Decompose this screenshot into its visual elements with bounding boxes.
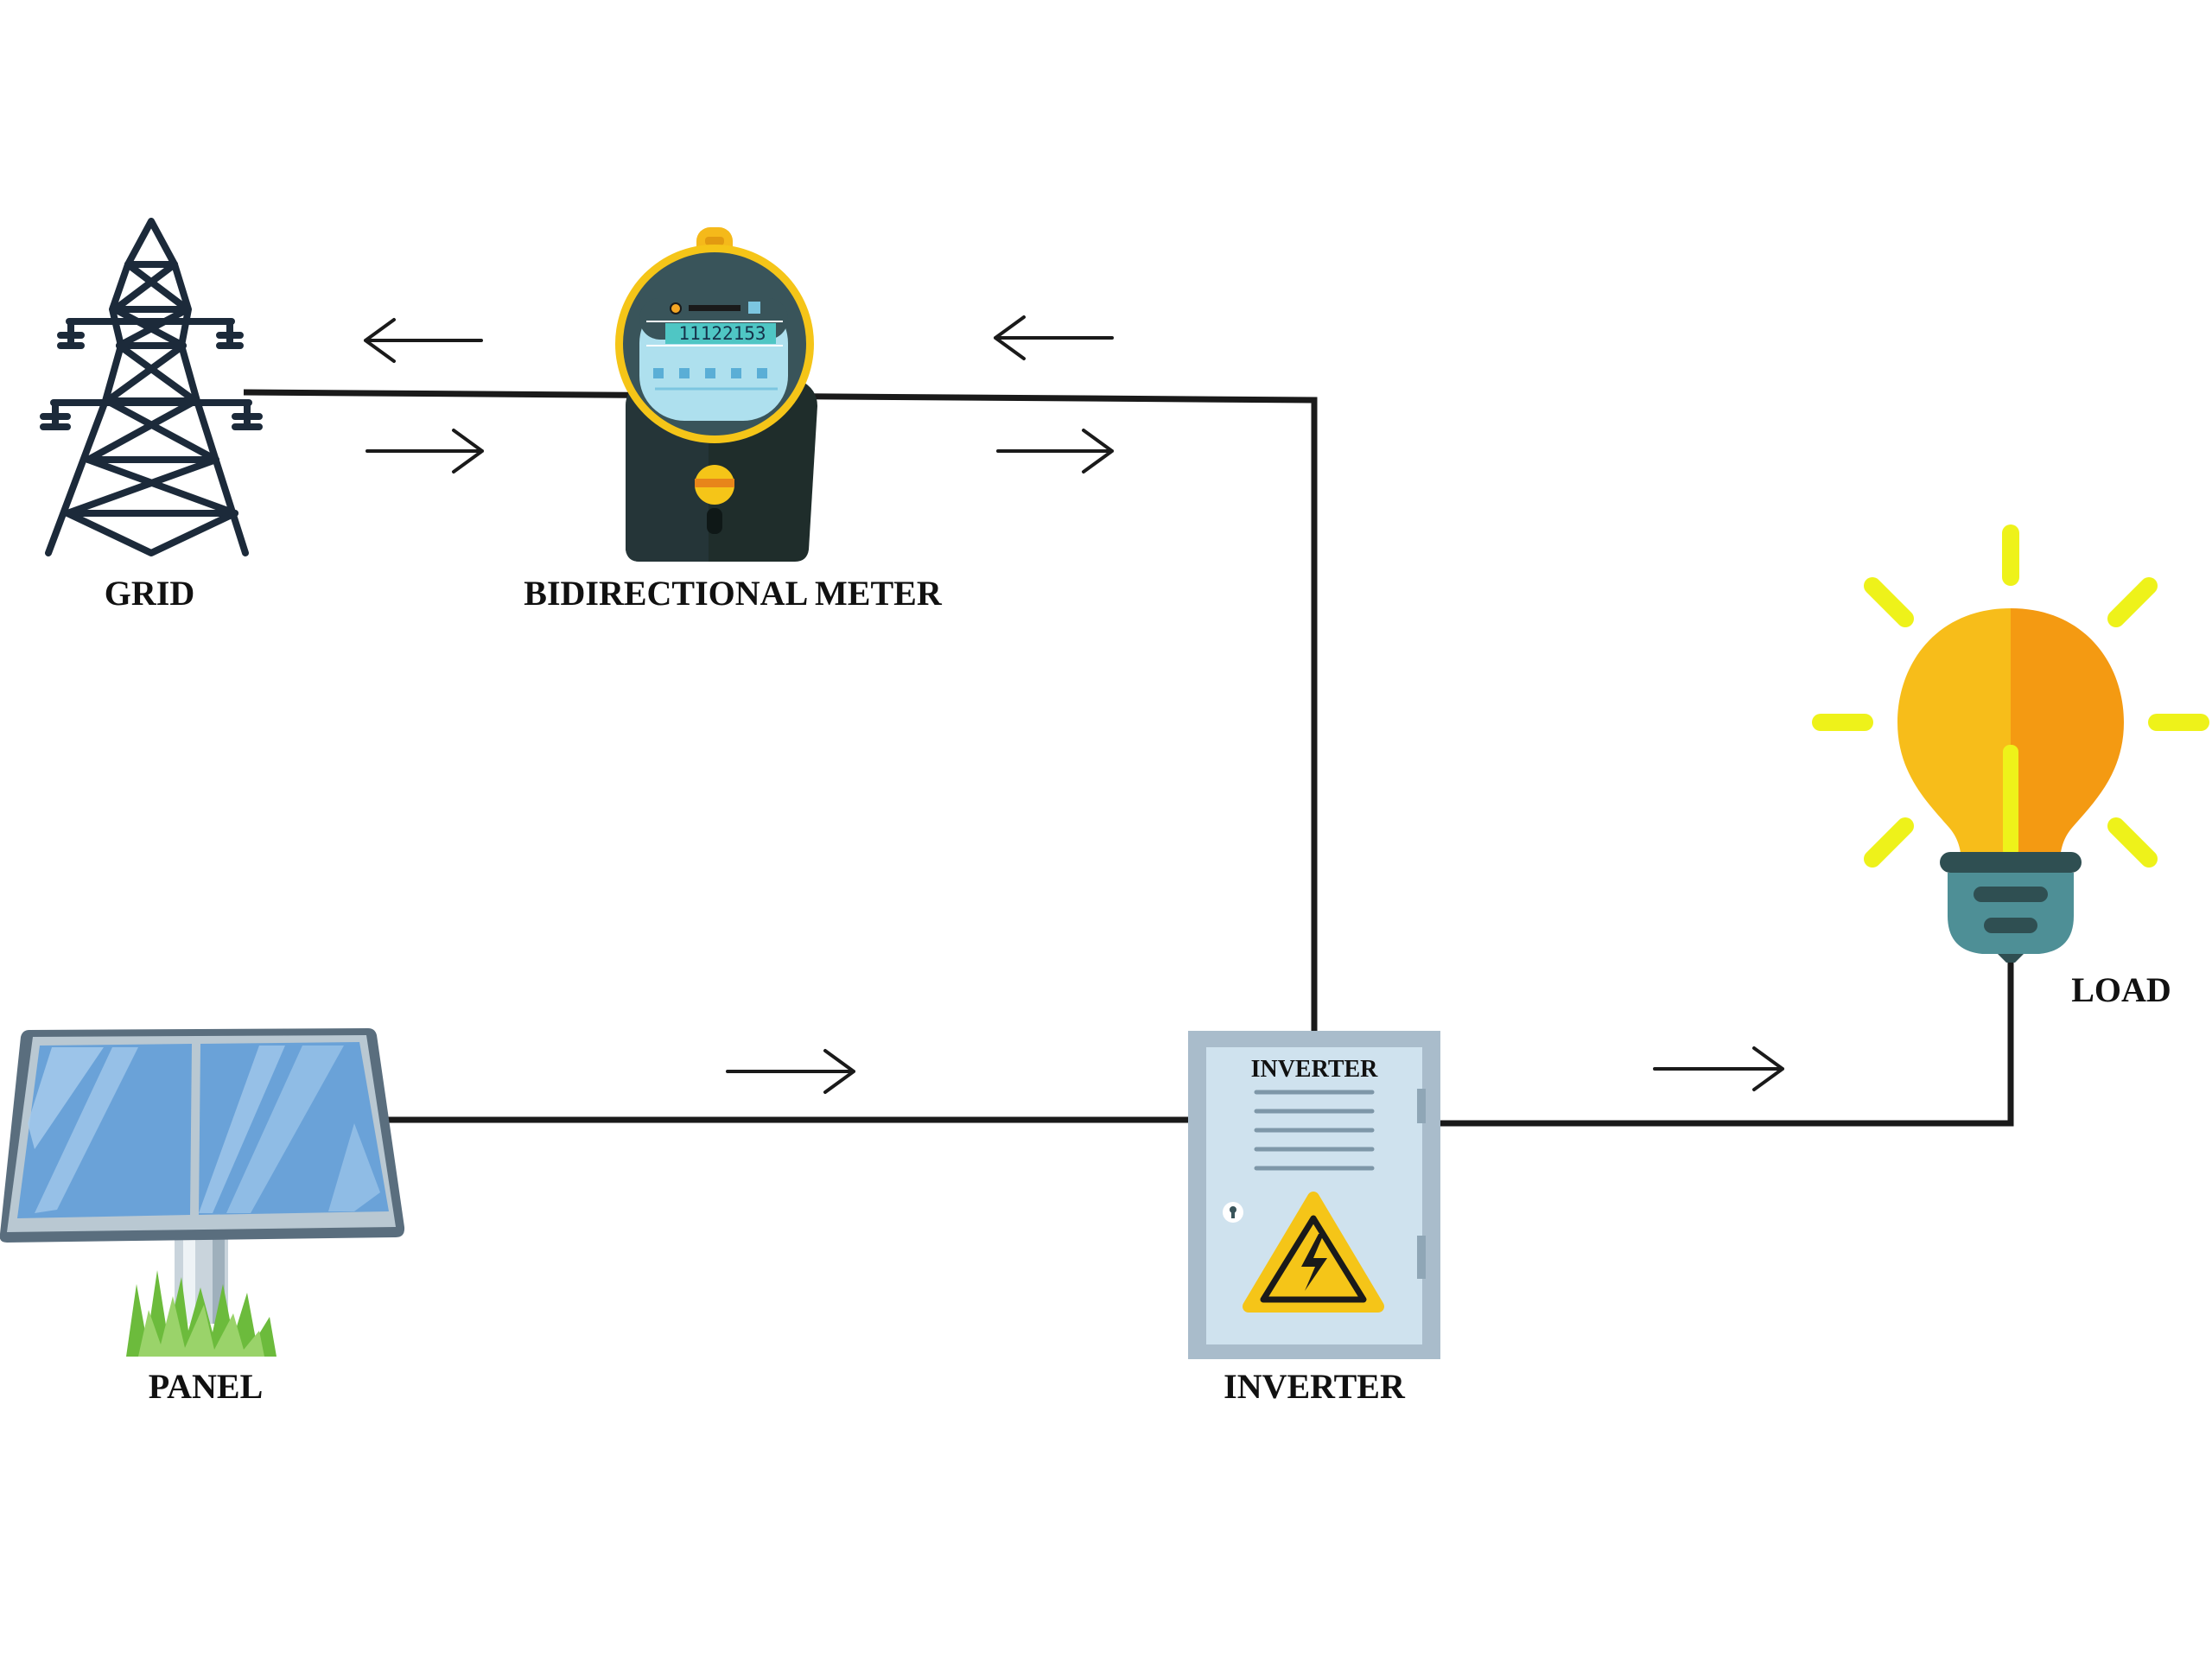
light-bulb-icon	[1812, 524, 2209, 963]
label-panel: PANEL	[149, 1367, 264, 1406]
inverter-box-icon: INVERTER	[1188, 1031, 1440, 1359]
arrow-right-icon	[1653, 1046, 1784, 1091]
wire-grid-meter-inverter	[243, 389, 1318, 1035]
wires	[243, 389, 2014, 1127]
wire-inverter-load	[1430, 961, 2014, 1127]
label-inverter: INVERTER	[1224, 1367, 1406, 1406]
inverter-box-label: INVERTER	[1251, 1056, 1379, 1083]
arrow-left-icon	[364, 318, 483, 363]
solar-panel-icon	[0, 1028, 405, 1357]
component-labels: GRID BIDIRECTIONAL METER LOAD PANEL INVE…	[105, 574, 2171, 1406]
flow-arrows	[364, 315, 1784, 1094]
label-grid: GRID	[105, 574, 194, 613]
arrow-right-icon	[996, 429, 1114, 474]
grass-icon	[126, 1270, 276, 1357]
arrow-right-icon	[726, 1049, 855, 1094]
label-bidirectional-meter: BIDIRECTIONAL METER	[524, 574, 943, 613]
meter-display-reading: 11122153	[678, 323, 766, 344]
transmission-tower-icon	[40, 218, 263, 556]
arrow-right-icon	[365, 429, 484, 474]
label-load: LOAD	[2071, 970, 2171, 1009]
bulb-rays	[1812, 524, 2209, 868]
high-voltage-warning-icon	[1243, 1192, 1384, 1313]
electric-meter-icon: 11122153	[615, 227, 817, 562]
arrow-left-icon	[994, 315, 1114, 360]
